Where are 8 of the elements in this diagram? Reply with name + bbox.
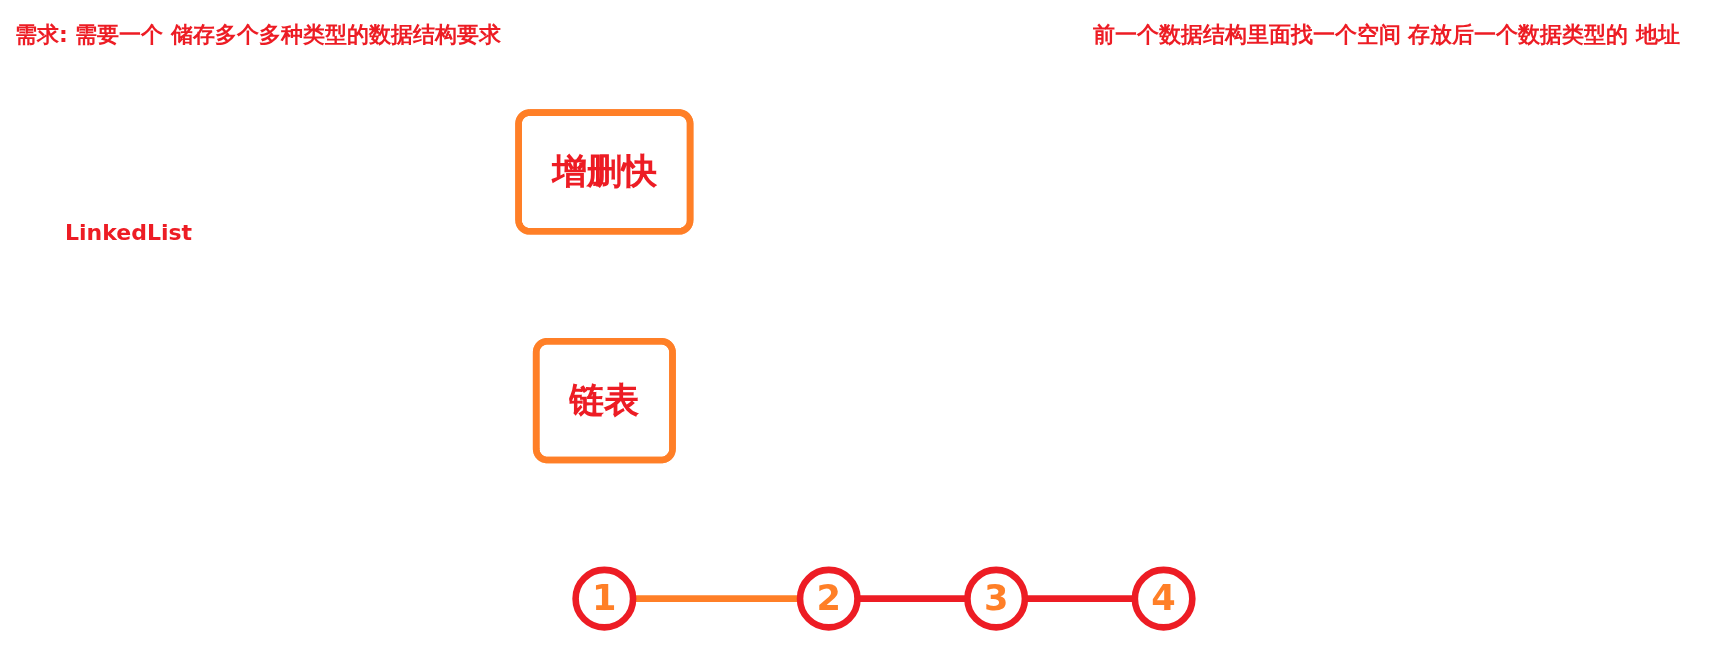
node-circle: 2: [796, 566, 861, 631]
note-text: 前一个数据结构里面找一个空间 存放后一个数据类型的 地址: [1092, 21, 1680, 49]
side-note: LinkedList: [65, 220, 193, 245]
node-circle: 3: [963, 566, 1028, 631]
note-text: 需求: 需要一个 储存多个多种类型的数据结构要求: [15, 21, 502, 49]
connector: [857, 595, 967, 602]
node-circle: 4: [1131, 566, 1196, 631]
node-circle: 1: [571, 566, 636, 631]
